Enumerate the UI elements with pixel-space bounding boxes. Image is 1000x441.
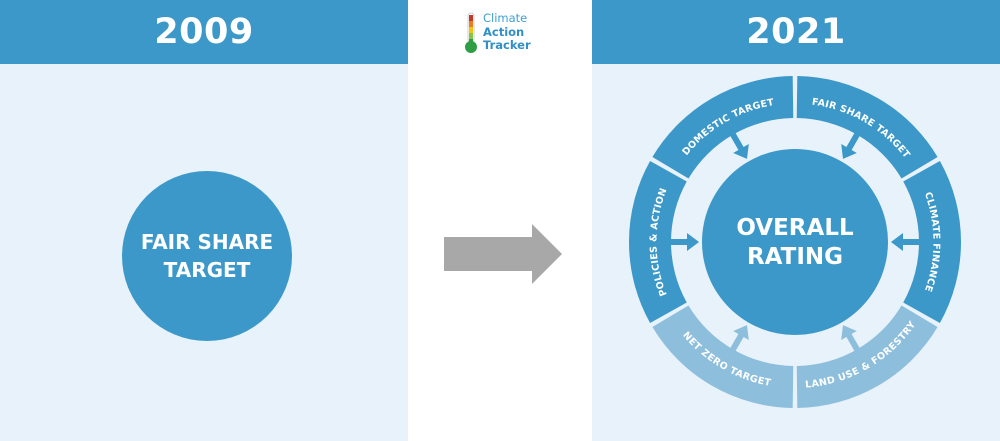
panel-2009: 2009 FAIR SHARE TARGET	[0, 0, 408, 441]
arrow-policies-and-action	[667, 233, 699, 251]
segment-domestic-target	[652, 76, 794, 179]
logo-text-action: Action	[483, 24, 525, 39]
overall-rating-line2: RATING	[747, 244, 843, 270]
circle-label-line1: FAIR SHARE	[140, 230, 274, 254]
year-header-2009: 2009	[0, 0, 408, 64]
circle-label-line2: TARGET	[163, 258, 251, 282]
year-header-2021: 2021	[592, 0, 1000, 64]
climate-action-tracker-logo: Climate Action Tracker	[463, 10, 553, 54]
fair-share-target-circle: FAIR SHARE TARGET	[122, 171, 292, 341]
logo-text-tracker: Tracker	[483, 38, 531, 52]
center-strip	[408, 0, 592, 441]
arrow-fair-share-target	[841, 129, 862, 159]
arrow-climate-finance	[891, 233, 923, 251]
segment-climate-finance	[903, 161, 961, 323]
segment-policies-and-action	[629, 161, 687, 323]
right-arrow-icon	[444, 224, 562, 284]
arrow-domestic-target	[728, 129, 749, 159]
logo-text-climate: Climate	[483, 11, 528, 25]
arrow-net-zero-target	[728, 325, 749, 355]
thermometer-icon	[465, 12, 477, 53]
arrow-land-use-and-forestry	[841, 325, 862, 355]
overall-rating-line1: OVERALL	[736, 215, 854, 241]
logo-wordmark: Climate Action Tracker	[483, 11, 531, 53]
segment-fair-share-target	[796, 76, 938, 179]
overall-rating-circle	[702, 149, 888, 335]
segment-land-use-and-forestry	[796, 305, 938, 408]
segment-net-zero-target	[652, 305, 794, 408]
